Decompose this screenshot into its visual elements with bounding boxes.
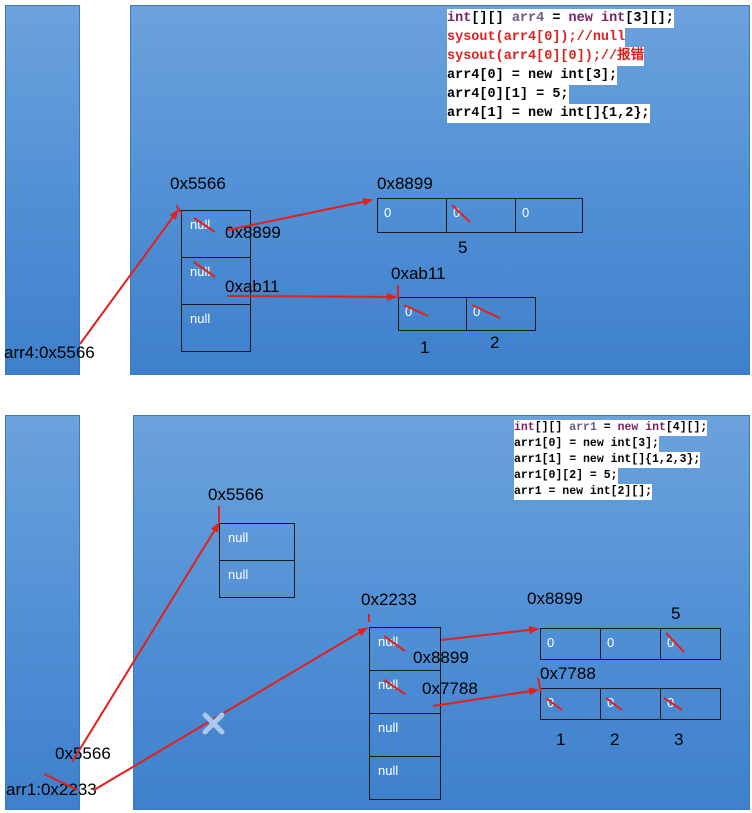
address-label: 0x7788 <box>540 664 596 683</box>
assigned-value: 1 <box>420 338 430 357</box>
code-line: int[][] arr1 = new int[4][]; <box>514 420 708 436</box>
address-label: 0x5566 <box>170 174 226 193</box>
array-cell: null <box>219 523 295 561</box>
stack-variable-label: arr1:0x2233 <box>6 780 97 799</box>
array-cell: null <box>219 560 295 598</box>
pointer-value-label: 0x8899 <box>225 223 281 242</box>
pointer-value-label: 0x7788 <box>422 679 478 698</box>
code-line: int[][] arr4 = new int[3][]; <box>447 9 674 28</box>
assigned-value: 5 <box>458 238 468 257</box>
array-cell: null <box>369 713 441 757</box>
array-cell: 0 <box>600 688 661 720</box>
code-line: arr1[1] = new int[]{1,2,3}; <box>514 452 701 468</box>
array-cell: null <box>181 304 251 352</box>
code-line: arr1[0][2] = 5; <box>514 468 618 484</box>
code-line: arr4[0][1] = 5; <box>447 85 569 104</box>
array-cell: 0 <box>398 297 467 331</box>
address-label: 0x2233 <box>361 590 417 609</box>
stack-new-address-label: 0x5566 <box>55 744 111 763</box>
assigned-value: 5 <box>671 604 681 623</box>
pointer-value-label: 0xab11 <box>225 277 280 296</box>
code-line: sysout(arr4[0]);//null <box>447 28 626 47</box>
code-line: arr1 = new int[2][]; <box>514 484 653 500</box>
stack-panel-1 <box>5 5 80 375</box>
heap-panel-1 <box>130 5 750 375</box>
assigned-value: 2 <box>610 730 620 749</box>
code-block-2: int[][] arr1 = new int[4][]; arr1[0] = n… <box>514 420 708 500</box>
array-cell: 0 <box>466 297 536 331</box>
code-line: arr4[0] = new int[3]; <box>447 66 618 85</box>
assigned-value: 1 <box>556 730 566 749</box>
address-label: 0x5566 <box>208 485 264 504</box>
address-label: 0x8899 <box>527 589 583 608</box>
array-cell: 0 <box>515 198 583 233</box>
array-cell: 0 <box>660 628 721 660</box>
assigned-value: 2 <box>490 333 500 352</box>
array-cell: 0 <box>540 688 601 720</box>
code-block-1: int[][] arr4 = new int[3][]; sysout(arr4… <box>447 9 674 123</box>
code-line: sysout(arr4[0][0]);//报错 <box>447 47 645 66</box>
array-cell: 0 <box>540 628 601 660</box>
array-cell: 0 <box>377 198 447 233</box>
address-label: 0xab11 <box>391 264 446 283</box>
array-cell: 0 <box>660 688 721 720</box>
array-cell: null <box>369 756 441 800</box>
array-cell: 0 <box>446 198 516 233</box>
stack-variable-label: arr4:0x5566 <box>4 343 95 362</box>
assigned-value: 3 <box>674 730 684 749</box>
code-line: arr4[1] = new int[]{1,2}; <box>447 104 650 123</box>
array-cell: 0 <box>600 628 661 660</box>
address-label: 0x8899 <box>377 174 433 193</box>
code-line: arr1[0] = new int[3]; <box>514 436 659 452</box>
pointer-value-label: 0x8899 <box>413 648 469 667</box>
